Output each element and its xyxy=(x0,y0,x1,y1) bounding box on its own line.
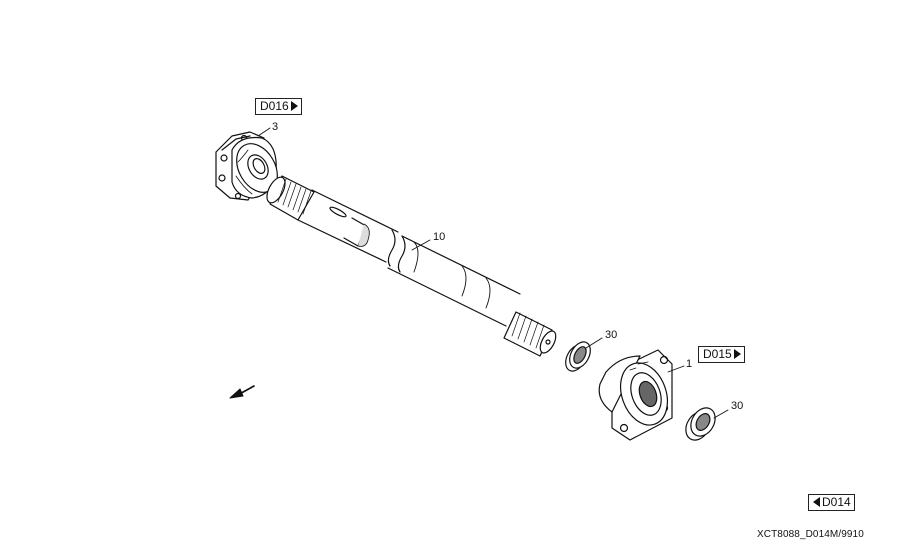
callout-ring-upper: 30 xyxy=(605,329,618,341)
direction-arrow-icon xyxy=(229,385,255,399)
arrow-right-icon xyxy=(290,101,298,111)
drawing-code: XCT8088_D014M/9910 xyxy=(757,529,864,540)
callout-shaft: 10 xyxy=(433,231,446,243)
leader-flange-bottom xyxy=(667,365,685,373)
reference-top-button[interactable]: D016 xyxy=(255,98,302,115)
callout-flange-top: 3 xyxy=(272,121,279,133)
callout-ring-lower: 30 xyxy=(731,400,744,412)
leader-flange-top xyxy=(257,127,271,137)
drive-shaft-part xyxy=(266,175,557,357)
callout-flange-bottom: 1 xyxy=(686,358,693,370)
flange-top-part xyxy=(215,131,278,201)
leader-ring-lower xyxy=(713,409,729,419)
leader-ring-upper xyxy=(585,337,603,349)
flange-bottom-part xyxy=(598,349,673,441)
arrow-right-icon xyxy=(733,349,741,359)
reference-bottom-button[interactable]: D014 xyxy=(808,494,855,511)
reference-right-label: D015 xyxy=(703,347,732,361)
reference-right-button[interactable]: D015 xyxy=(698,346,745,363)
ring-upper-part xyxy=(565,341,591,372)
reference-bottom-label: D014 xyxy=(822,495,851,509)
leader-shaft xyxy=(411,239,431,251)
reference-top-label: D016 xyxy=(260,99,289,113)
leader-lines xyxy=(257,127,729,419)
arrow-left-icon xyxy=(813,497,820,507)
ring-lower-part xyxy=(685,407,716,441)
